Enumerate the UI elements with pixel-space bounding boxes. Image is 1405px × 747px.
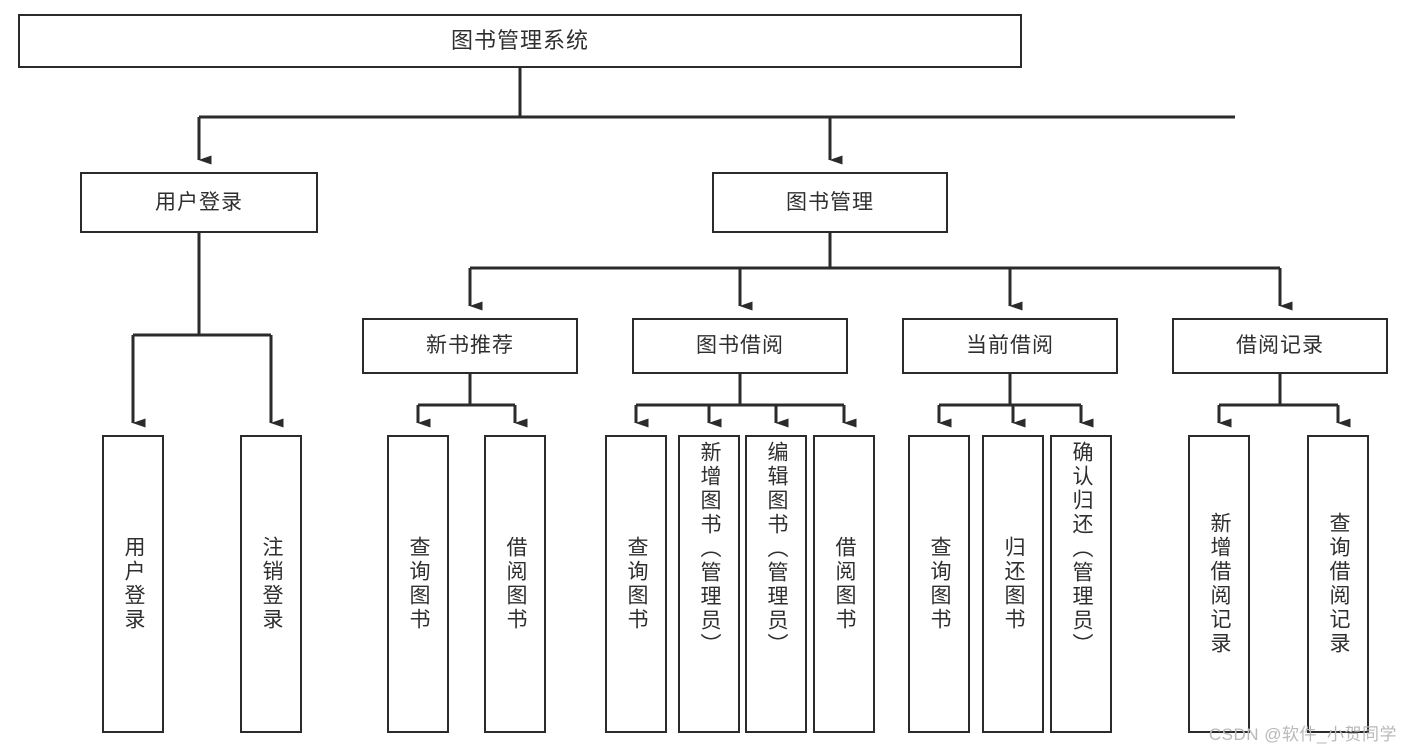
leaf-return-book[interactable]: 归还图书 — [982, 435, 1044, 733]
leaf-user-login[interactable]: 用户登录 — [102, 435, 164, 733]
leaf-borrow-book-under-borrow-label: 借阅图书 — [833, 536, 857, 632]
node-book-borrow[interactable]: 图书借阅 — [632, 318, 848, 374]
csdn-watermark: CSDN @软件_小贺同学 — [1208, 725, 1397, 744]
leaf-return-book-label: 归还图书 — [1002, 536, 1026, 632]
node-current-borrow[interactable]: 当前借阅 — [902, 318, 1118, 374]
node-book-management-label: 图书管理 — [786, 190, 874, 214]
node-new-book-recommend-label: 新书推荐 — [426, 334, 514, 358]
node-current-borrow-label: 当前借阅 — [966, 334, 1054, 358]
leaf-confirm-return-admin[interactable]: 确认归还（管理员） — [1050, 435, 1112, 733]
node-user-login-label: 用户登录 — [155, 190, 243, 214]
leaf-query-book-under-borrow[interactable]: 查询图书 — [605, 435, 667, 733]
leaf-add-book-admin[interactable]: 新增图书（管理员） — [678, 435, 740, 733]
leaf-logout[interactable]: 注销登录 — [240, 435, 302, 733]
node-new-book-recommend[interactable]: 新书推荐 — [362, 318, 578, 374]
leaf-add-borrow-record[interactable]: 新增借阅记录 — [1188, 435, 1250, 733]
node-root-label: 图书管理系统 — [450, 27, 589, 53]
leaf-query-book-under-recommend[interactable]: 查询图书 — [387, 435, 449, 733]
node-borrow-record[interactable]: 借阅记录 — [1172, 318, 1388, 374]
leaf-query-book-under-recommend-label: 查询图书 — [407, 536, 431, 632]
leaf-query-borrow-record[interactable]: 查询借阅记录 — [1307, 435, 1369, 733]
leaf-query-borrow-record-label: 查询借阅记录 — [1327, 512, 1351, 656]
leaf-edit-book-admin-label: 编辑图书（管理员） — [765, 441, 789, 657]
leaf-edit-book-admin[interactable]: 编辑图书（管理员） — [745, 435, 807, 733]
leaf-query-book-under-current[interactable]: 查询图书 — [908, 435, 970, 733]
leaf-query-book-under-current-label: 查询图书 — [928, 536, 952, 632]
node-borrow-record-label: 借阅记录 — [1236, 334, 1324, 358]
leaf-add-book-admin-label: 新增图书（管理员） — [698, 441, 722, 657]
leaf-borrow-book-under-recommend-label: 借阅图书 — [504, 536, 528, 632]
node-user-login[interactable]: 用户登录 — [80, 172, 318, 233]
leaf-confirm-return-admin-label: 确认归还（管理员） — [1070, 441, 1094, 657]
node-book-borrow-label: 图书借阅 — [696, 334, 784, 358]
leaf-borrow-book-under-borrow[interactable]: 借阅图书 — [813, 435, 875, 733]
leaf-borrow-book-under-recommend[interactable]: 借阅图书 — [484, 435, 546, 733]
leaf-add-borrow-record-label: 新增借阅记录 — [1208, 512, 1232, 656]
leaf-query-book-under-borrow-label: 查询图书 — [625, 536, 649, 632]
leaf-user-login-label: 用户登录 — [122, 536, 146, 632]
node-book-management[interactable]: 图书管理 — [712, 172, 948, 233]
node-root[interactable]: 图书管理系统 — [18, 14, 1022, 68]
leaf-logout-label: 注销登录 — [260, 536, 284, 632]
